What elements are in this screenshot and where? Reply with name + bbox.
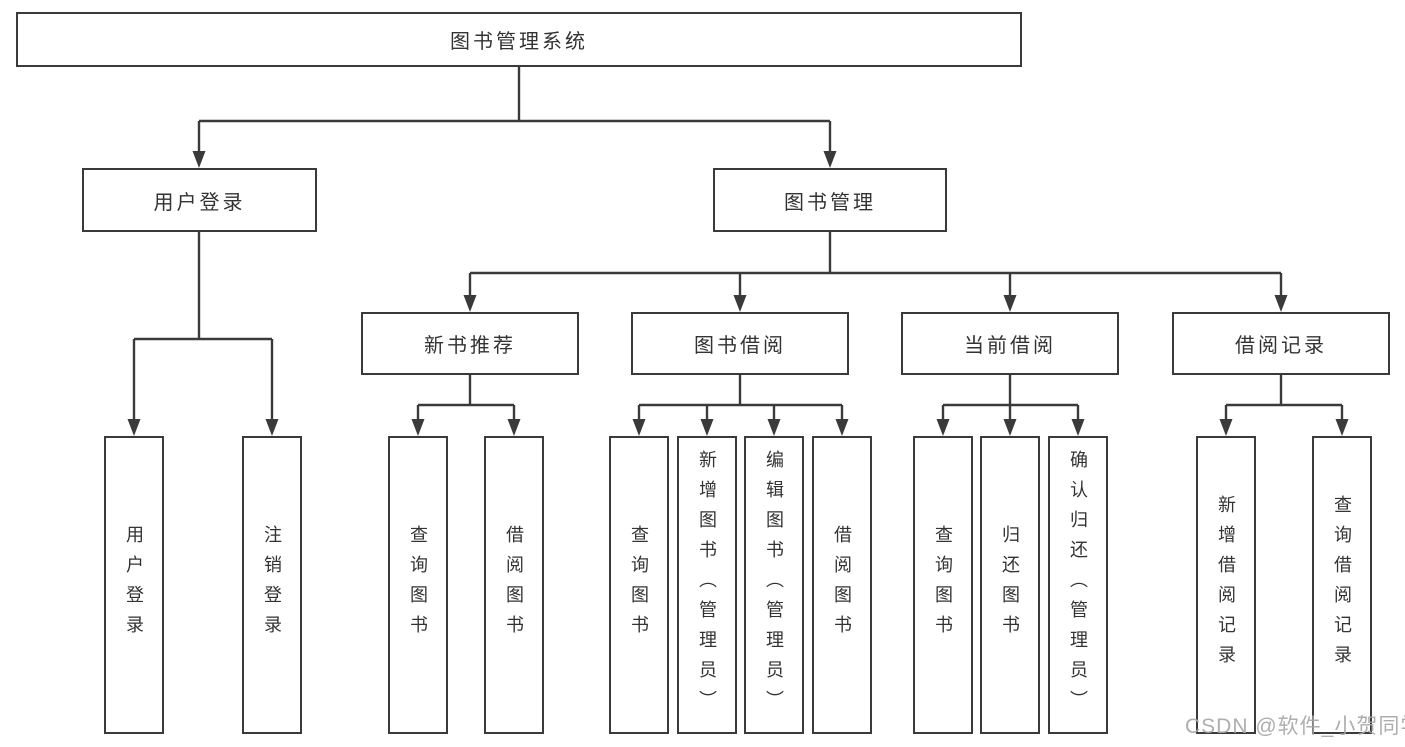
leaf-query-books-recommend: 查询图书 xyxy=(388,436,448,734)
leaf-borrow-books-recommend: 借阅图书 xyxy=(484,436,544,734)
leaf-add-borrow-record: 新增借阅记录 xyxy=(1196,436,1256,734)
node-book-borrowing: 图书借阅 xyxy=(631,312,849,375)
node-label: 新书推荐 xyxy=(424,335,516,357)
node-user-login: 用户登录 xyxy=(82,168,317,232)
leaf-query-borrow-record: 查询借阅记录 xyxy=(1312,436,1372,734)
node-label: 查询图书 xyxy=(408,525,428,645)
node-label: 图书管理系统 xyxy=(450,31,588,53)
node-label: 图书管理 xyxy=(784,191,876,214)
node-label: 查询图书 xyxy=(933,525,953,645)
leaf-edit-book-admin: 编辑图书（管理员） xyxy=(744,436,804,734)
leaf-query-books-borrowing: 查询图书 xyxy=(609,436,669,734)
node-label: 查询借阅记录 xyxy=(1332,495,1352,675)
node-label: 确认归还（管理员） xyxy=(1068,450,1088,720)
leaf-user-login: 用户登录 xyxy=(104,436,164,734)
node-label: 新增图书（管理员） xyxy=(697,450,717,720)
leaf-logout: 注销登录 xyxy=(242,436,302,734)
node-label: 借阅图书 xyxy=(504,525,524,645)
leaf-confirm-return-admin: 确认归还（管理员） xyxy=(1048,436,1108,734)
node-borrowing-records: 借阅记录 xyxy=(1172,312,1390,375)
node-label: 借阅图书 xyxy=(832,525,852,645)
leaf-add-book-admin: 新增图书（管理员） xyxy=(677,436,737,734)
node-label: 用户登录 xyxy=(153,191,246,214)
node-label: 图书借阅 xyxy=(694,335,786,357)
node-new-book-recommend: 新书推荐 xyxy=(361,312,579,375)
node-current-borrowing: 当前借阅 xyxy=(901,312,1119,375)
node-label: 新增借阅记录 xyxy=(1216,495,1236,675)
node-library-management-system: 图书管理系统 xyxy=(16,12,1022,67)
node-label: 编辑图书（管理员） xyxy=(764,450,784,720)
node-label: 归还图书 xyxy=(1000,525,1020,645)
node-label: 用户登录 xyxy=(124,525,144,645)
leaf-borrow-books-borrowing: 借阅图书 xyxy=(812,436,872,734)
node-label: 注销登录 xyxy=(262,525,282,645)
node-label: 当前借阅 xyxy=(964,335,1056,357)
node-book-management: 图书管理 xyxy=(713,168,947,232)
leaf-return-books: 归还图书 xyxy=(980,436,1040,734)
arrowheads xyxy=(127,151,1349,436)
node-label: 借阅记录 xyxy=(1235,335,1327,357)
leaf-query-books-current: 查询图书 xyxy=(913,436,973,734)
node-label: 查询图书 xyxy=(629,525,649,645)
